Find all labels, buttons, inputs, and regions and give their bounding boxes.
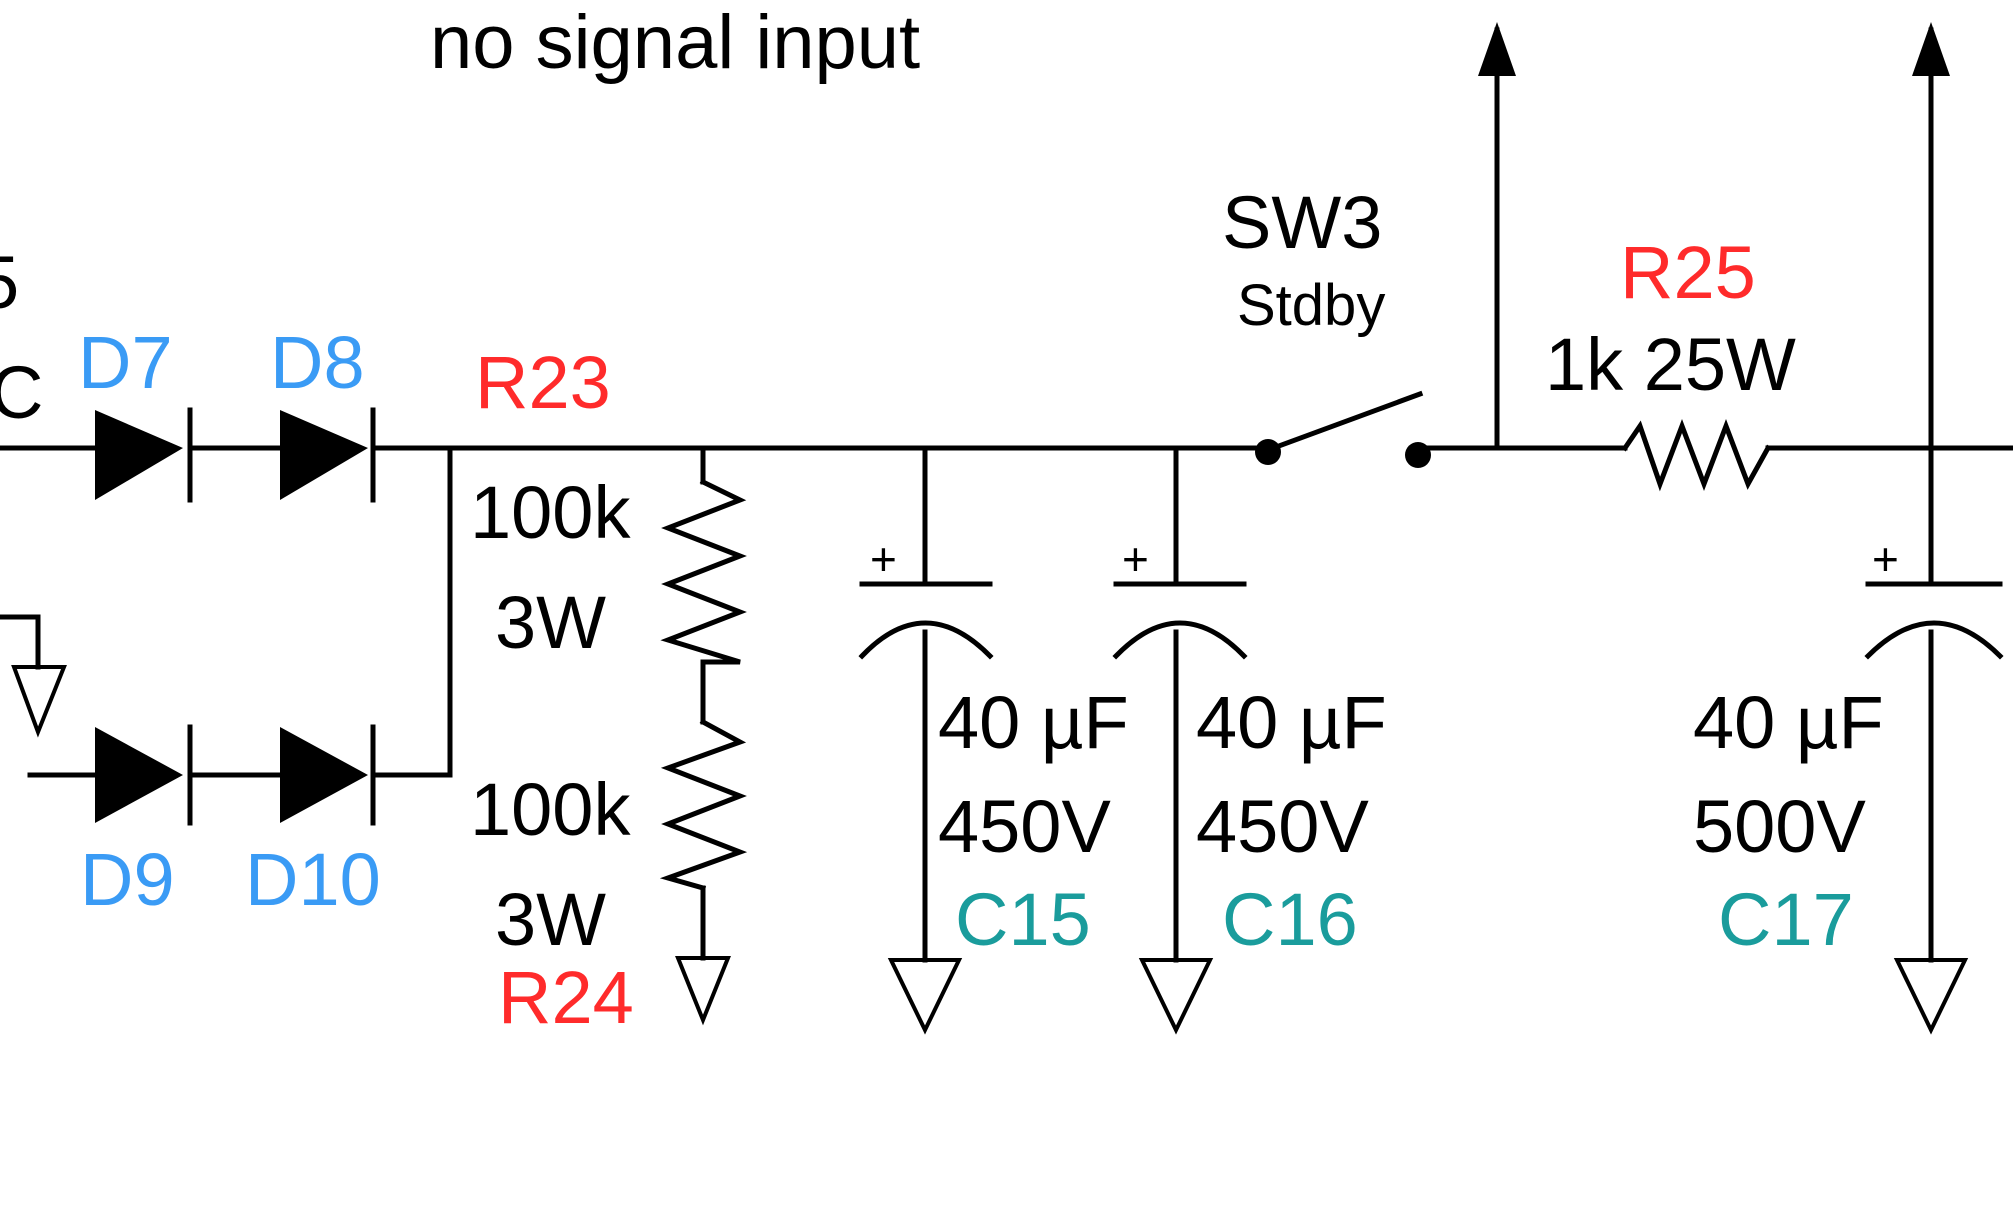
resistor-r23-ref: R23: [475, 341, 611, 424]
capacitor-c17-value: 40 µF: [1693, 681, 1884, 764]
output-arrow-2: [1912, 22, 1950, 76]
resistor-r25-value: 1k 25W: [1545, 323, 1796, 406]
capacitor-c15: +: [858, 533, 994, 660]
switch-sw3-ref: SW3: [1222, 181, 1382, 264]
ground-symbol-c17: [1893, 958, 1969, 1035]
output-arrow-1: [1478, 22, 1516, 76]
resistor-r24-power: 3W: [495, 878, 606, 961]
capacitor-c15-voltage: 450V: [938, 785, 1111, 868]
partial-label-bottom: C: [0, 351, 43, 434]
diode-d7: [95, 407, 193, 503]
partial-label-top: 5: [0, 241, 19, 324]
capacitor-c17-ref: C17: [1718, 878, 1854, 961]
capacitor-c17-voltage: 500V: [1693, 785, 1866, 868]
resistor-r25-ref: R25: [1620, 231, 1756, 314]
diode-d10: [280, 724, 376, 826]
resistor-r25: [1621, 418, 1772, 492]
ground-symbol-left: [11, 665, 67, 738]
diode-d9: [95, 724, 193, 826]
capacitor-c16-polarity: +: [1122, 533, 1149, 585]
capacitor-c15-value: 40 µF: [938, 681, 1129, 764]
capacitor-c16-ref: C16: [1222, 878, 1358, 961]
ground-symbol-r24: [675, 956, 731, 1026]
resistor-r24-ref: R24: [498, 956, 634, 1039]
diode-d7-ref: D7: [78, 321, 173, 404]
ground-symbol-c15: [887, 958, 963, 1035]
resistor-r24-value: 100k: [470, 768, 631, 851]
ground-symbol-c16: [1138, 958, 1214, 1035]
switch-sw3-label: Stdby: [1237, 273, 1385, 338]
note-label: no signal input: [430, 0, 920, 85]
capacitor-c16-voltage: 450V: [1196, 785, 1369, 868]
wires: [0, 27, 2013, 963]
capacitor-c16-value: 40 µF: [1196, 681, 1387, 764]
capacitor-c17-polarity: +: [1872, 533, 1899, 585]
diode-d8-ref: D8: [270, 321, 365, 404]
capacitor-c17: +: [1864, 533, 2004, 660]
diode-d8: [280, 407, 376, 503]
diode-d10-ref: D10: [245, 838, 381, 921]
switch-sw3: [1255, 390, 1431, 468]
resistor-r23-power: 3W: [495, 581, 606, 664]
diode-d9-ref: D9: [80, 838, 175, 921]
resistor-r23: [660, 478, 747, 665]
capacitor-c15-polarity: +: [870, 533, 897, 585]
resistor-r23-value: 100k: [470, 471, 631, 554]
capacitor-c15-ref: C15: [955, 878, 1091, 961]
resistor-r24: [659, 718, 748, 892]
capacitor-c16: +: [1112, 533, 1248, 660]
